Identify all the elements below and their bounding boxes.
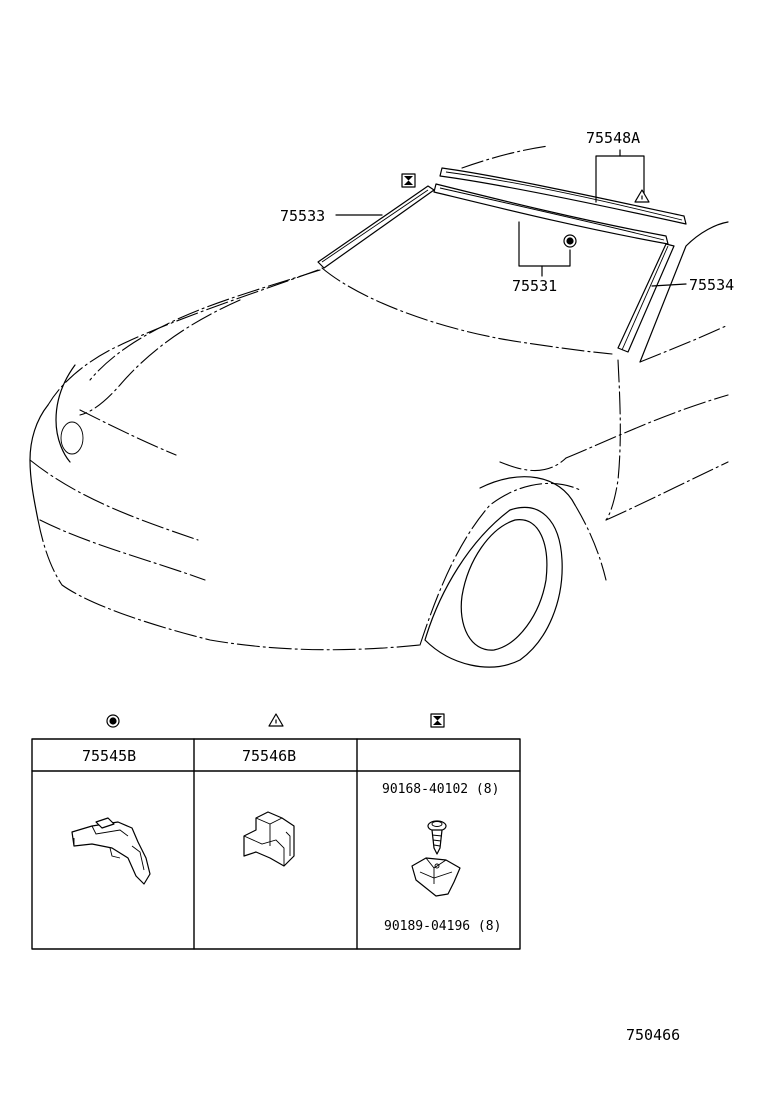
screw-drawing (427, 820, 447, 855)
figure-id: 750466 (626, 1026, 680, 1044)
nut-clip-drawing (411, 857, 461, 897)
triangle-icon (634, 189, 650, 203)
callout-75531: 75531 (512, 221, 577, 295)
roof-moulding-75548a (439, 167, 687, 225)
label-75548a: 75548A (586, 129, 640, 147)
left-pillar-moulding-75533 (317, 185, 435, 269)
fastener-top-label: 90168-40102 (8) (382, 782, 499, 797)
right-pillar-moulding-75534 (617, 243, 675, 353)
circle-dot-icon (106, 714, 120, 728)
parts-table: 75545B 75546B 90168-40102 (8) (31, 738, 521, 950)
fastener-bottom-label: 90189-04196 (8) (384, 919, 501, 934)
header-75546b: 75546B (242, 747, 296, 765)
hourglass-box-icon (401, 173, 416, 188)
hourglass-box-icon (430, 713, 445, 728)
callout-75534: 75534 (651, 276, 734, 294)
car-body-outline (29, 145, 729, 668)
clip-75546b-drawing (243, 811, 295, 867)
symbol-row (106, 713, 445, 728)
clip-75545b-drawing (71, 817, 151, 885)
callout-75533: 75533 (280, 173, 416, 225)
label-75534: 75534 (689, 276, 734, 294)
circle-dot-icon (563, 234, 577, 248)
header-75545b: 75545B (82, 747, 136, 765)
callout-75548a: 75548A (586, 129, 650, 203)
label-75533: 75533 (280, 207, 325, 225)
triangle-icon (268, 713, 284, 727)
label-75531: 75531 (512, 277, 557, 295)
